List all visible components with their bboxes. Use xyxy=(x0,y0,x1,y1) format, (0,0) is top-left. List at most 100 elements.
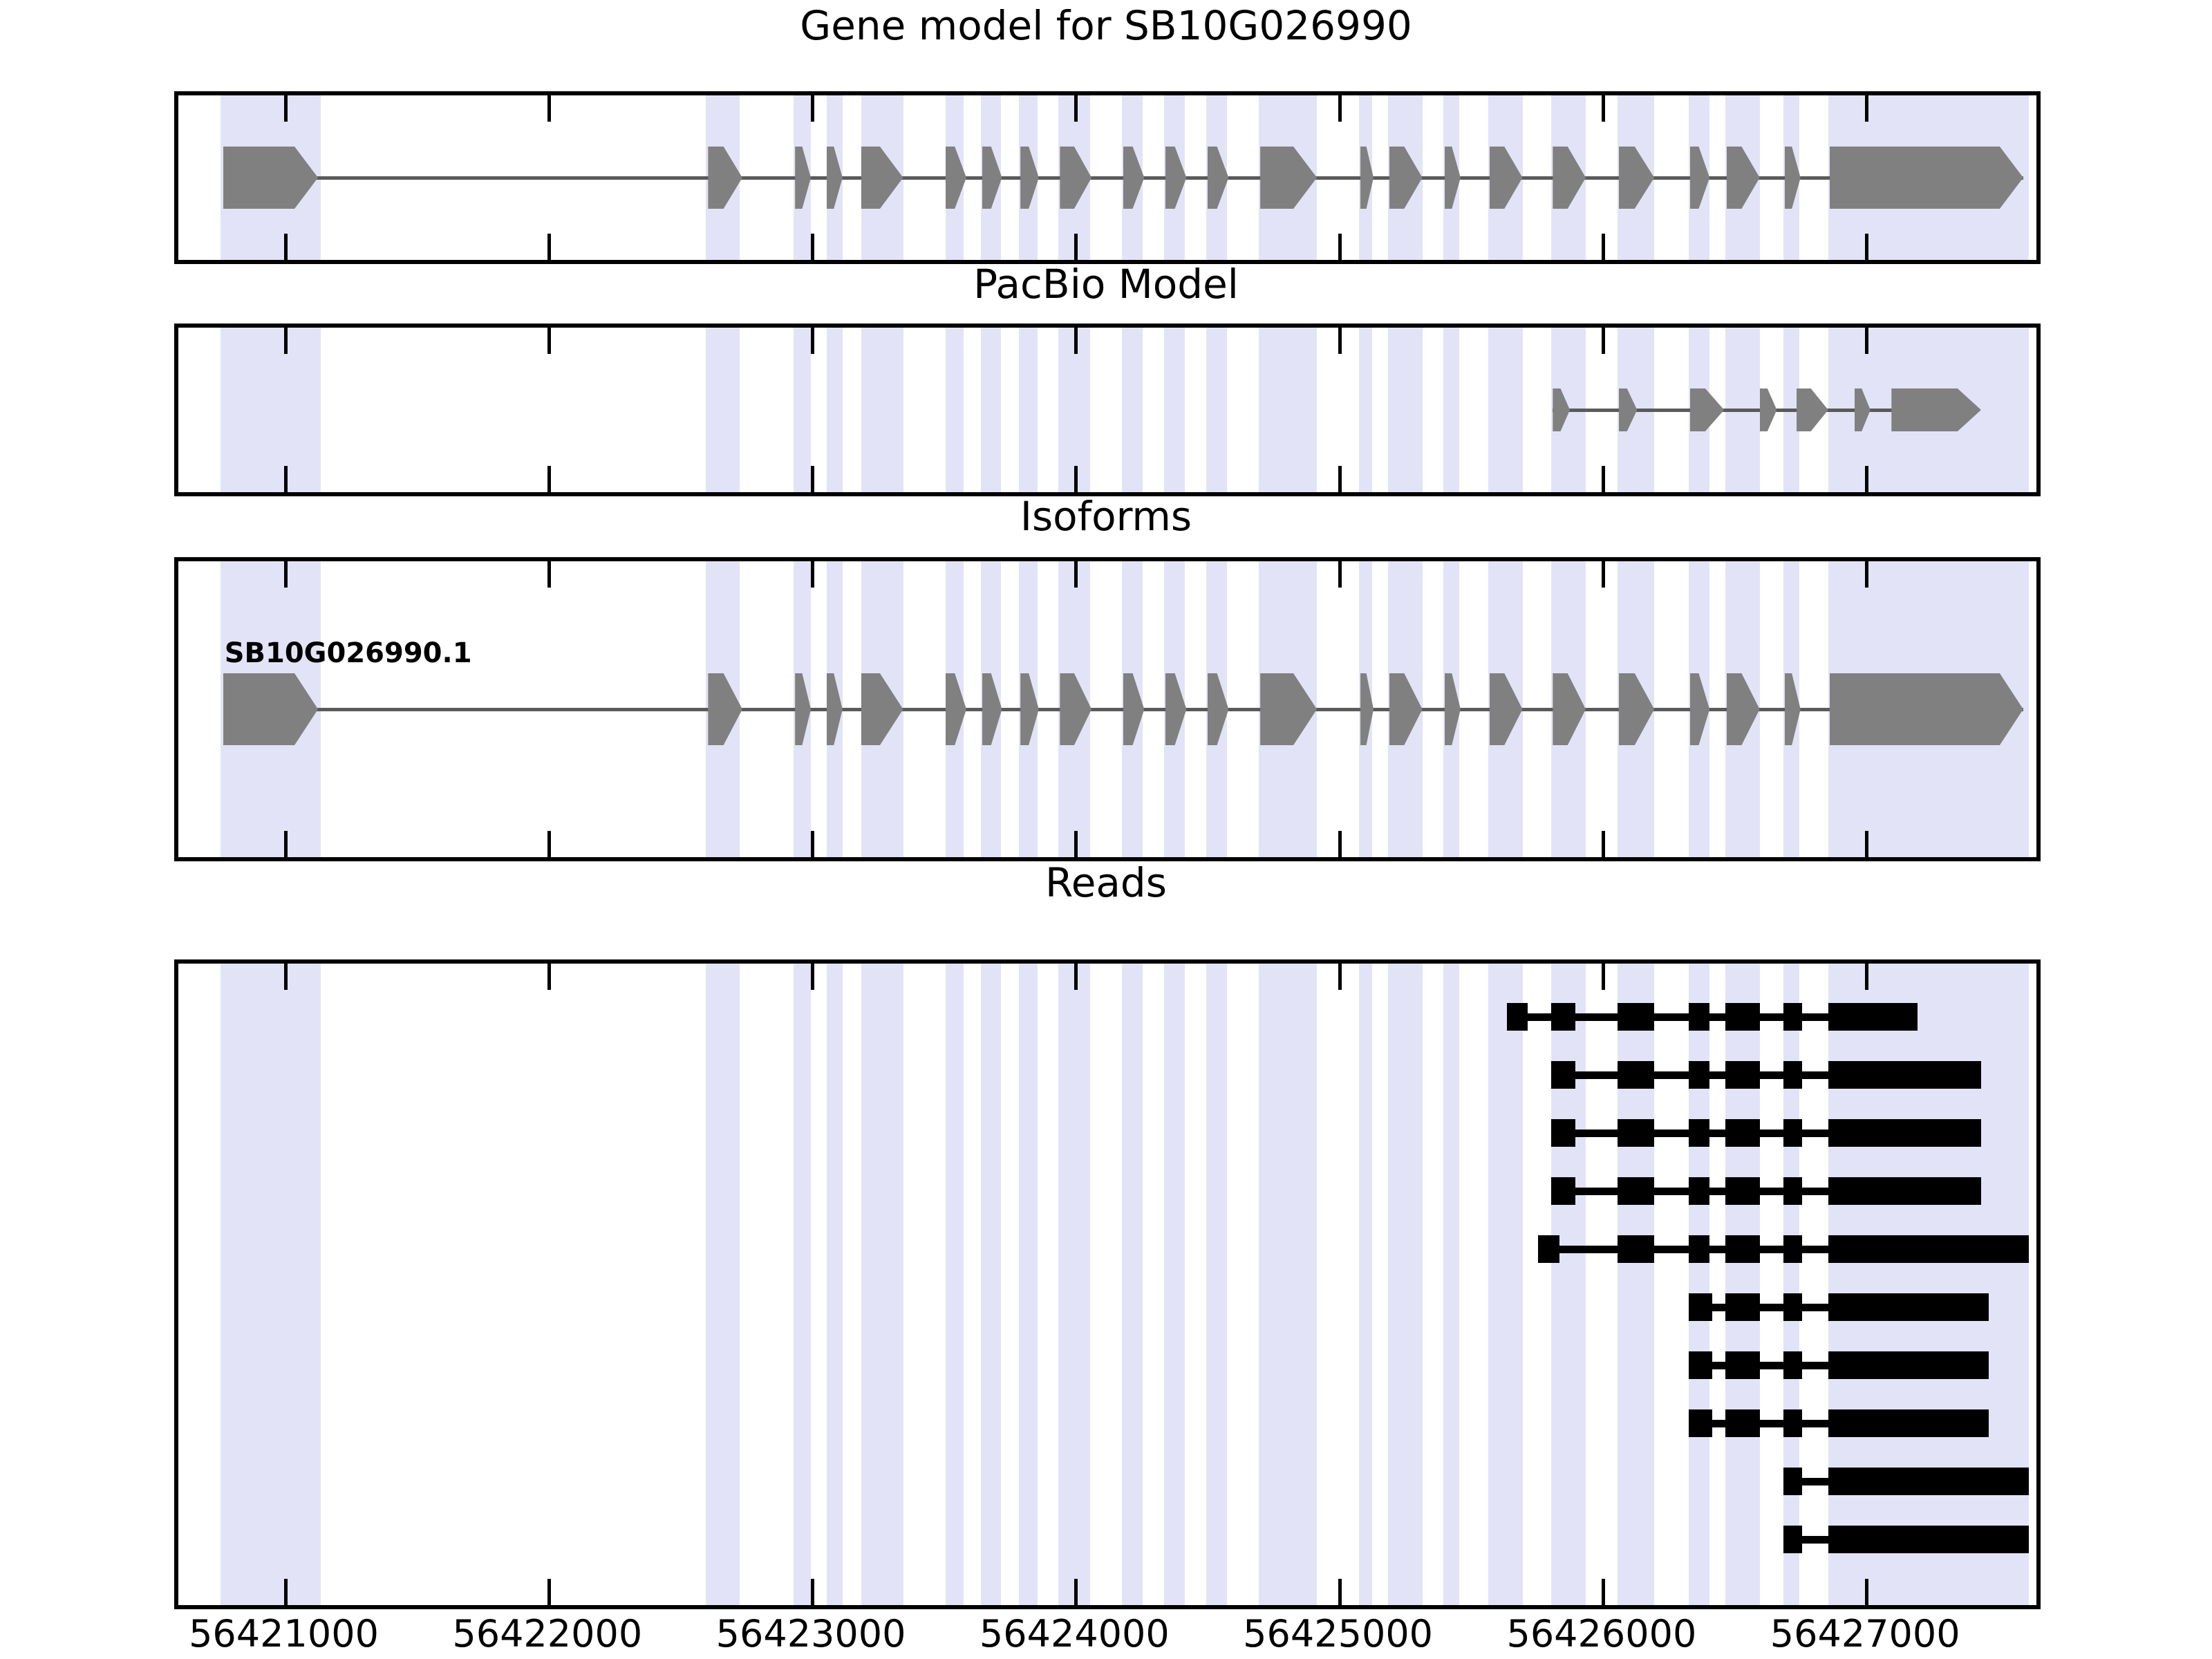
axis-tick-top xyxy=(1601,964,1605,990)
read-block xyxy=(1828,1119,1981,1147)
read-connector-line xyxy=(1551,1129,1981,1137)
read-block xyxy=(1783,1468,1802,1496)
axis-tick-bottom xyxy=(283,234,288,260)
axis-tick-top xyxy=(1338,964,1342,990)
axis-tick-bottom xyxy=(1865,466,1869,492)
axis-tick-bottom xyxy=(547,1579,551,1605)
isoforms-panel: SB10G026990.1 xyxy=(174,557,2041,861)
highlight-band xyxy=(1206,964,1228,1605)
highlight-band xyxy=(705,328,740,492)
axis-tick-top xyxy=(283,95,288,122)
pacbio-model-title: PacBio Model xyxy=(973,261,1239,308)
highlight-band xyxy=(1828,964,2029,1605)
read-block xyxy=(1725,1003,1760,1031)
read-block xyxy=(1725,1235,1760,1264)
axis-tick-top xyxy=(1338,328,1342,354)
read-block xyxy=(1688,1293,1713,1322)
highlight-band xyxy=(1388,964,1423,1605)
axis-tick-top xyxy=(1601,561,1605,588)
read-block xyxy=(1688,1409,1713,1438)
read-block xyxy=(1617,1003,1655,1031)
pacbio-model-plot-area xyxy=(178,328,2036,492)
axis-tick-top xyxy=(283,964,288,990)
highlight-band xyxy=(861,964,903,1605)
read-block xyxy=(1783,1003,1802,1031)
read-block xyxy=(1783,1061,1802,1089)
axis-tick-top xyxy=(283,328,288,354)
highlight-band xyxy=(1163,964,1185,1605)
highlight-band xyxy=(1688,964,1710,1605)
read-block xyxy=(1828,1061,1981,1089)
axis-tick-bottom xyxy=(547,234,551,260)
reads-panel xyxy=(174,959,2041,1609)
highlight-band xyxy=(945,328,964,492)
x-axis-tick-label: 56425000 xyxy=(1243,1612,1434,1656)
read-block xyxy=(1688,1351,1713,1380)
axis-tick-top xyxy=(1601,95,1605,122)
axis-tick-bottom xyxy=(1601,831,1605,857)
read-connector-line xyxy=(1551,1187,1981,1195)
x-axis-tick-label: 56424000 xyxy=(979,1612,1170,1656)
gene-model-exon xyxy=(223,147,319,209)
read-block xyxy=(1506,1003,1528,1031)
read-block xyxy=(1688,1061,1710,1089)
pacbio-model-intron-line xyxy=(1553,408,1913,412)
read-block xyxy=(1688,1235,1710,1264)
highlight-band xyxy=(1019,328,1038,492)
highlight-band xyxy=(1259,964,1318,1605)
gene-model-exon xyxy=(1829,147,2023,209)
highlight-band xyxy=(1206,328,1228,492)
highlight-band xyxy=(1163,328,1185,492)
x-axis-tick-label: 56423000 xyxy=(715,1612,906,1656)
read-block xyxy=(1538,1235,1559,1264)
read-connector-line xyxy=(1551,1071,1981,1079)
axis-tick-bottom xyxy=(283,466,288,492)
highlight-band xyxy=(1019,964,1038,1605)
highlight-band xyxy=(1121,964,1143,1605)
axis-tick-bottom xyxy=(1601,466,1605,492)
axis-tick-top xyxy=(283,561,288,588)
highlight-band xyxy=(1725,964,1760,1605)
axis-tick-bottom xyxy=(1865,1579,1869,1605)
axis-tick-bottom xyxy=(1074,466,1078,492)
read-block xyxy=(1783,1177,1802,1206)
axis-tick-bottom xyxy=(811,1579,815,1605)
isoform-label: SB10G026990.1 xyxy=(224,637,472,669)
read-block xyxy=(1828,1351,1989,1380)
read-block xyxy=(1551,1119,1575,1147)
read-block xyxy=(1617,1119,1655,1147)
highlight-band xyxy=(1388,328,1423,492)
axis-tick-top xyxy=(1074,964,1078,990)
read-block xyxy=(1688,1177,1710,1206)
read-block xyxy=(1551,1061,1575,1089)
read-block xyxy=(1551,1177,1575,1206)
read-block xyxy=(1828,1235,2029,1264)
highlight-band xyxy=(1488,964,1523,1605)
read-block xyxy=(1828,1003,1918,1031)
axis-tick-bottom xyxy=(811,466,815,492)
read-block xyxy=(1688,1119,1710,1147)
highlight-band xyxy=(1551,964,1586,1605)
axis-tick-bottom xyxy=(1338,1579,1342,1605)
axis-tick-top xyxy=(1074,328,1078,354)
highlight-band xyxy=(826,964,843,1605)
highlight-band xyxy=(221,964,321,1605)
highlight-band xyxy=(221,328,321,492)
pacbio-model-exon xyxy=(1759,388,1777,431)
read-connector-line xyxy=(1538,1245,2029,1253)
highlight-band xyxy=(1443,328,1459,492)
read-block xyxy=(1725,1061,1760,1089)
read-block xyxy=(1617,1061,1655,1089)
isoform-exon xyxy=(1829,673,2023,745)
axis-tick-bottom xyxy=(1865,831,1869,857)
read-block xyxy=(1783,1351,1802,1380)
x-axis-tick-label: 56421000 xyxy=(189,1612,379,1656)
axis-tick-top xyxy=(547,561,551,588)
axis-tick-top xyxy=(1338,561,1342,588)
read-block xyxy=(1828,1468,2029,1496)
highlight-band xyxy=(1058,964,1091,1605)
axis-tick-bottom xyxy=(811,831,815,857)
gene-model-panel xyxy=(174,91,2041,264)
isoform-exon xyxy=(223,673,319,745)
